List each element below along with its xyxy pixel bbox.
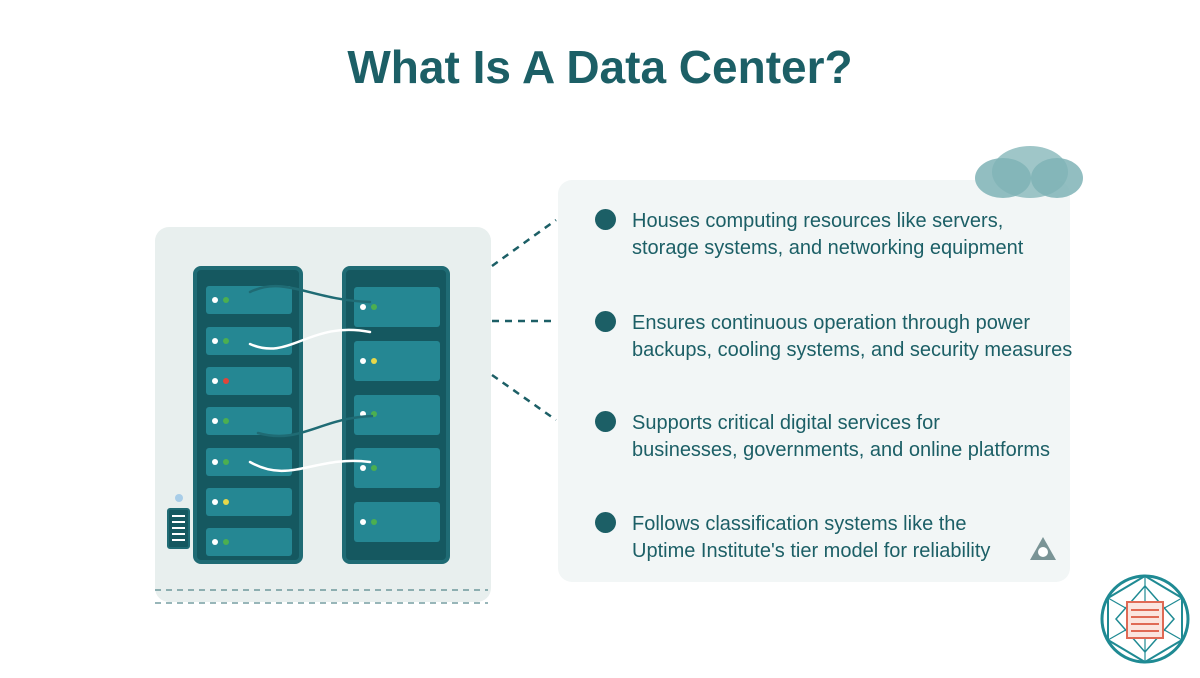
bullet-item-operation: Ensures continuous operation through pow… [595, 310, 1112, 364]
server-unit [354, 395, 440, 435]
server-rack-left [193, 266, 303, 564]
page-title: What Is A Data Center? [347, 41, 853, 93]
bullet-item-services: Supports critical digital services for b… [595, 410, 1112, 464]
server-unit [354, 502, 440, 542]
dashed-connectors [491, 218, 557, 422]
cable [248, 328, 372, 350]
server-unit [354, 287, 440, 327]
geometric-logo-icon [1100, 574, 1190, 664]
bullet-item-classification: Follows classification systems like the … [595, 511, 1112, 565]
bullet-dot [595, 209, 616, 230]
cloud-icon [975, 146, 1083, 198]
cable [248, 284, 372, 304]
server-unit [206, 286, 292, 314]
power-unit-device [167, 494, 190, 549]
server-unit [206, 528, 292, 556]
network-cables [248, 284, 374, 472]
connector-line [491, 373, 557, 422]
bullet-item-housing: Houses computing resources like servers,… [595, 208, 1112, 262]
info-panel [558, 180, 1070, 582]
server-unit [354, 448, 440, 488]
triangle-tier-icon [1030, 537, 1056, 560]
bullet-dot [595, 311, 616, 332]
cable [256, 414, 374, 438]
server-unit [206, 367, 292, 395]
floor-lines [155, 589, 488, 604]
server-unit [354, 341, 440, 381]
bullet-dot [595, 512, 616, 533]
server-unit [206, 327, 292, 355]
bullet-text: Ensures continuous operation through pow… [632, 312, 1073, 361]
bullet-text: Supports critical digital services for b… [632, 412, 1051, 461]
cable [248, 459, 372, 472]
server-rack-right [342, 266, 450, 564]
connector-line [491, 218, 557, 268]
bullet-text: Follows classification systems like the … [632, 513, 991, 562]
server-unit [206, 488, 292, 516]
bullet-text: Houses computing resources like servers,… [632, 210, 1024, 259]
server-unit [206, 407, 292, 435]
bullet-dot [595, 411, 616, 432]
